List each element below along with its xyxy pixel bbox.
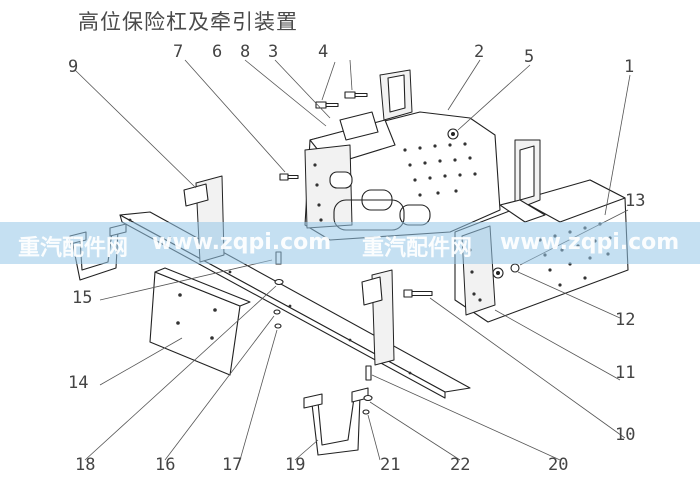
part-19-step-handle <box>303 387 369 456</box>
watermark-band <box>0 222 700 264</box>
callout-20: 20 <box>548 455 568 475</box>
callout-2: 2 <box>474 42 484 62</box>
callout-16: 16 <box>155 455 175 475</box>
fastener-16 <box>273 309 281 315</box>
watermark-left-url: www.zqpi.com <box>152 230 332 255</box>
part-2-bumper-bracket <box>304 69 501 241</box>
callout-8: 8 <box>240 42 250 62</box>
callout-1: 1 <box>624 57 634 77</box>
part-5-nut <box>447 128 459 140</box>
callout-4: 4 <box>318 42 328 62</box>
watermark-left-text: 重汽配件网 <box>18 236 129 261</box>
callout-11: 11 <box>615 363 635 383</box>
part-10-bolt <box>403 289 433 298</box>
fastener-21 <box>362 409 370 415</box>
callout-10: 10 <box>615 425 635 445</box>
callout-7: 7 <box>173 42 183 62</box>
callout-13: 13 <box>625 191 645 211</box>
callout-21: 21 <box>380 455 400 475</box>
fastener-20 <box>365 365 372 381</box>
callout-3: 3 <box>268 42 278 62</box>
part-14-plate-bracket <box>149 267 251 376</box>
callout-5: 5 <box>524 47 534 67</box>
callout-9: 9 <box>68 57 78 77</box>
callout-labels: 1 2 3 4 5 6 7 8 9 10 11 12 13 14 15 16 1… <box>68 42 645 475</box>
callout-22: 22 <box>450 455 470 475</box>
callout-12: 12 <box>615 310 635 330</box>
callout-6: 6 <box>212 42 222 62</box>
diagram-title: 高位保险杠及牵引装置 <box>78 10 298 34</box>
part-7-bolt <box>279 173 299 181</box>
leader-lines <box>74 59 631 461</box>
watermark-right-text: 重汽配件网 <box>362 236 473 261</box>
callout-19: 19 <box>285 455 305 475</box>
fastener-22 <box>363 394 373 402</box>
part-4-bolt <box>344 91 368 99</box>
callout-18: 18 <box>75 455 95 475</box>
callout-14: 14 <box>68 373 88 393</box>
callout-17: 17 <box>222 455 242 475</box>
fastener-17 <box>274 323 282 329</box>
watermark-right-url: www.zqpi.com <box>500 230 680 255</box>
fastener-18 <box>274 278 284 286</box>
callout-15: 15 <box>72 288 92 308</box>
